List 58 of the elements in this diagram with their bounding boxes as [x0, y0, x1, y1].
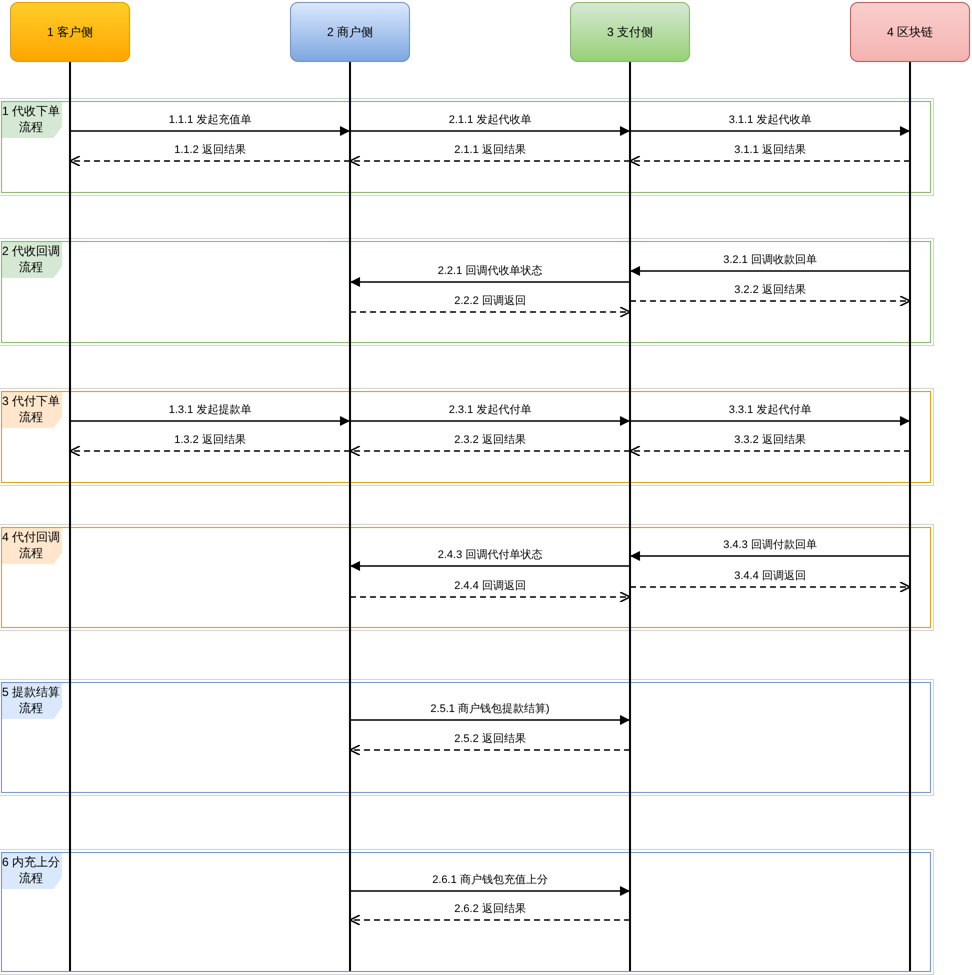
message-arrow — [350, 416, 630, 426]
message-label: 2.4.3 回调代付单状态 — [438, 549, 542, 562]
message-label: 2.2.1 回调代收单状态 — [438, 265, 542, 278]
message-arrow — [629, 445, 910, 457]
message-label: 3.1.1 返回结果 — [734, 144, 806, 157]
message-label: 2.2.2 回调返回 — [454, 295, 526, 308]
message-arrow — [349, 445, 630, 457]
frame-label: 2 代收回调流程 — [2, 242, 62, 278]
frame-label: 4 代付回调流程 — [2, 528, 62, 564]
message-label: 2.5.2 返回结果 — [454, 733, 526, 746]
message-arrow — [629, 155, 910, 167]
message-label: 3.2.1 回调收款回单 — [723, 254, 817, 267]
message-arrow — [350, 126, 630, 136]
message-label: 2.3.2 返回结果 — [454, 434, 526, 447]
message-arrow — [630, 416, 910, 426]
message-arrow — [69, 155, 350, 167]
frame-label: 3 代付下单流程 — [2, 392, 62, 428]
message-label: 1.3.1 发起提款单 — [168, 404, 252, 417]
message-label: 3.4.4 回调返回 — [734, 570, 806, 583]
frame-label: 5 提款结算流程 — [2, 683, 62, 719]
message-label: 2.4.4 回调返回 — [454, 580, 526, 593]
message-label: 2.1.1 返回结果 — [454, 144, 526, 157]
message-arrow — [349, 744, 630, 756]
message-arrow — [630, 581, 911, 593]
message-label: 2.6.1 商户钱包充值上分 — [432, 874, 548, 887]
message-label: 1.1.2 返回结果 — [174, 144, 246, 157]
message-arrow — [630, 551, 910, 561]
message-arrow — [630, 266, 910, 276]
participant-box: 1 客户侧 — [10, 2, 130, 62]
message-label: 1.1.1 发起充值单 — [168, 114, 252, 127]
message-arrow — [350, 306, 631, 318]
message-arrow — [70, 126, 350, 136]
message-label: 1.3.2 返回结果 — [174, 434, 246, 447]
message-arrow — [69, 445, 350, 457]
message-arrow — [349, 914, 630, 926]
message-arrow — [349, 155, 630, 167]
message-label: 3.2.2 返回结果 — [734, 284, 806, 297]
participant-box: 2 商户侧 — [290, 2, 410, 62]
message-arrow — [630, 126, 910, 136]
message-arrow — [70, 416, 350, 426]
message-label: 2.3.1 发起代付单 — [448, 404, 532, 417]
participant-box: 4 区块链 — [850, 2, 970, 62]
message-label: 3.4.3 回调付款回单 — [723, 539, 817, 552]
message-arrow — [350, 277, 630, 287]
message-label: 2.6.2 返回结果 — [454, 903, 526, 916]
frame-label: 6 内充上分流程 — [2, 853, 62, 889]
message-label: 2.5.1 商户钱包提款结算) — [430, 703, 550, 716]
message-label: 2.1.1 发起代收单 — [448, 114, 532, 127]
message-arrow — [350, 561, 630, 571]
frame-label: 1 代收下单流程 — [2, 102, 62, 138]
message-label: 3.3.1 发起代付单 — [728, 404, 812, 417]
message-arrow — [350, 715, 630, 725]
message-label: 3.3.2 返回结果 — [734, 434, 806, 447]
message-arrow — [630, 295, 911, 307]
message-arrow — [350, 886, 630, 896]
participant-box: 3 支付侧 — [570, 2, 690, 62]
message-arrow — [350, 591, 631, 603]
message-label: 3.1.1 发起代收单 — [728, 114, 812, 127]
